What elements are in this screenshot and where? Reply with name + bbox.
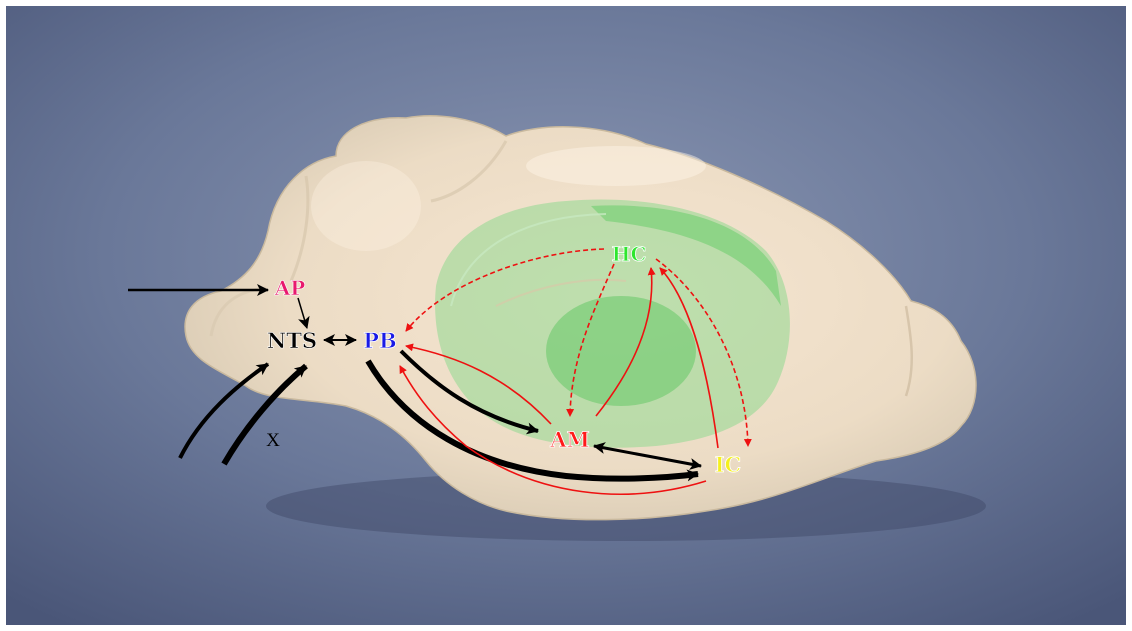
node-label-pb: PB	[363, 328, 397, 353]
brain-diagram: AP NTS PB HC AM IC X	[6, 6, 1126, 625]
node-label-ic: IC	[715, 452, 742, 477]
node-label-am: AM	[549, 427, 590, 452]
node-label-ap: AP	[274, 276, 306, 300]
nerve-label-x: X	[266, 430, 280, 451]
green-overlay	[435, 199, 790, 447]
node-label-nts: NTS	[267, 328, 317, 353]
node-label-hc: HC	[612, 242, 647, 266]
